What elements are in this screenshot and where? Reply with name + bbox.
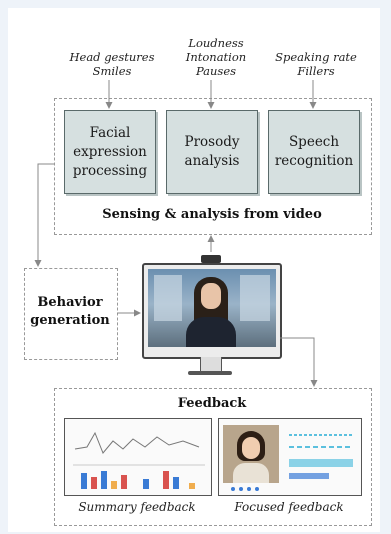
avatar-face — [201, 283, 221, 309]
label-intonation: Intonation — [185, 50, 247, 64]
focused-dot — [239, 487, 243, 491]
focused-bar — [289, 459, 353, 467]
summary-bar — [91, 477, 97, 489]
webcam — [201, 255, 221, 263]
feedback-group — [54, 388, 372, 526]
speech-recognition-box: Speech recognition — [268, 110, 360, 194]
summary-bar — [163, 471, 169, 489]
label-pauses: Pauses — [195, 64, 237, 78]
focused-dot — [247, 487, 251, 491]
summary-bar — [173, 477, 179, 489]
behavior-caption: Behavior generation — [24, 294, 116, 330]
label-head-gestures: Head gestures — [69, 50, 155, 64]
monitor-neck — [200, 357, 222, 371]
monitor-base — [188, 371, 232, 375]
prosody-analysis-box: Prosody analysis — [166, 110, 258, 194]
sensing-caption: Sensing & analysis from video — [102, 207, 322, 222]
summary-bar — [101, 471, 107, 489]
feedback-title: Feedback — [177, 396, 247, 411]
label-smiles: Smiles — [92, 64, 132, 78]
label-fillers: Fillers — [297, 64, 335, 78]
summary-chart-sketch — [73, 431, 205, 489]
summary-feedback-thumbnail — [64, 418, 212, 496]
window-frame-left — [154, 275, 182, 321]
avatar-body — [186, 317, 236, 347]
focused-dot — [255, 487, 259, 491]
facial-expression-box: Facial expression processing — [64, 110, 156, 194]
user-body — [233, 463, 269, 483]
sensing-group — [54, 98, 372, 235]
focused-chart-sketch — [231, 434, 353, 491]
monitor-screen — [148, 269, 276, 347]
summary-caption: Summary feedback — [78, 500, 196, 514]
focused-bar — [289, 473, 329, 479]
monitor — [142, 263, 282, 359]
focused-caption: Focused feedback — [234, 500, 344, 514]
window-frame-right — [240, 275, 270, 321]
facial-input-labels: Head gestures Smiles — [62, 50, 162, 78]
user-face — [242, 437, 260, 459]
arrow-monitor-to-feedback — [280, 337, 318, 387]
behavior-group — [24, 268, 118, 360]
summary-bar — [111, 481, 117, 489]
speech-input-labels: Speaking rate Fillers — [266, 50, 366, 78]
summary-bar — [189, 483, 195, 489]
focused-video-frame — [223, 425, 279, 483]
summary-bar — [81, 473, 87, 489]
focused-dot — [231, 487, 235, 491]
label-speaking-rate: Speaking rate — [275, 50, 357, 64]
summary-bar — [143, 479, 149, 489]
summary-line — [74, 431, 200, 454]
prosody-input-labels: Loudness Intonation Pauses — [166, 36, 266, 78]
summary-bar — [121, 475, 127, 489]
arrow-sensing-to-behavior — [34, 163, 54, 267]
label-loudness: Loudness — [188, 36, 244, 50]
behavior-caption-text: Behavior generation — [30, 295, 110, 328]
focused-feedback-thumbnail — [218, 418, 362, 496]
